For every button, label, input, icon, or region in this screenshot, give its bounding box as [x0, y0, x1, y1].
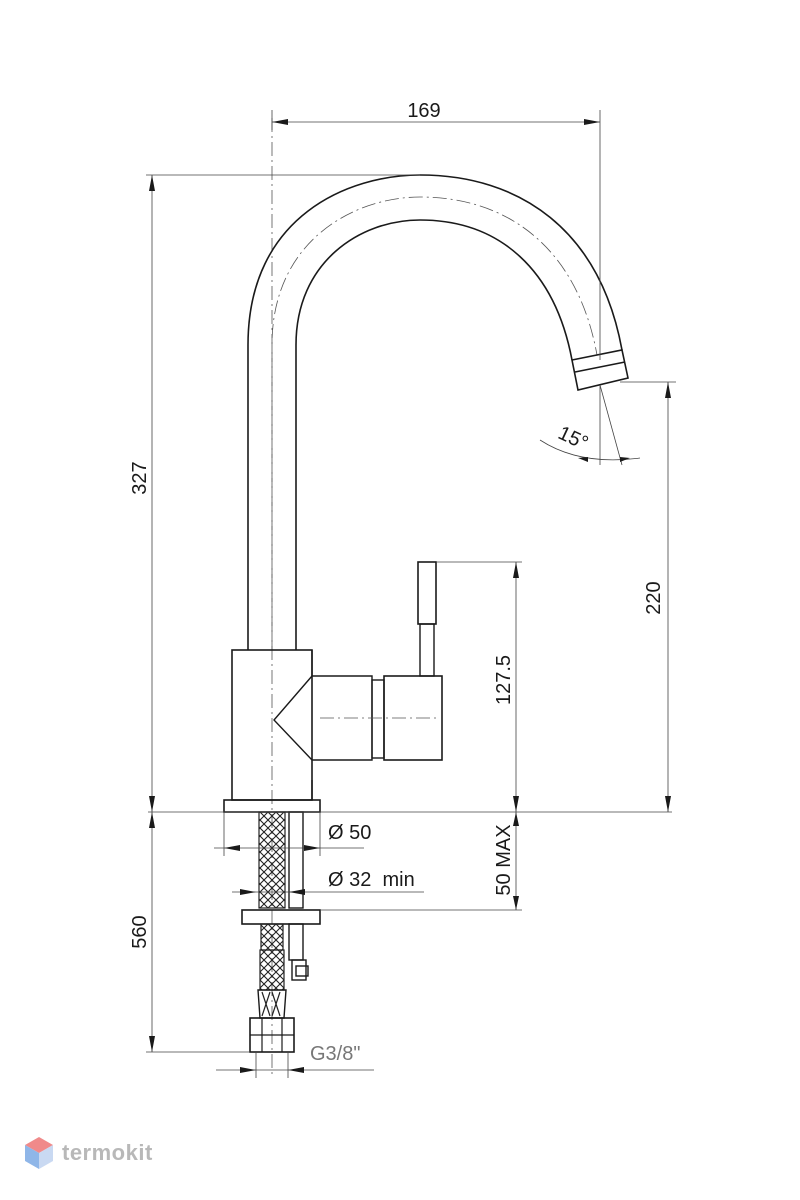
- total-height-label: 327: [129, 461, 151, 494]
- dimension-body-diameter: Ø 50: [214, 812, 371, 856]
- logo: termokit: [24, 1136, 153, 1170]
- mixer-body: [223, 649, 443, 813]
- dimension-thread: G3/8": [216, 1043, 374, 1078]
- logo-text: termokit: [62, 1140, 153, 1165]
- dimension-spout-height: 220: [620, 381, 676, 812]
- hexagon-cube-icon: [25, 1137, 53, 1169]
- dimension-max-thickness: 50 MAX: [320, 812, 522, 911]
- spout-reach-label: 169: [407, 100, 440, 122]
- dimension-spout-reach: 169: [271, 100, 601, 360]
- hole-diameter-label: Ø 32 min: [328, 869, 415, 891]
- handle-height-label: 127.5: [493, 655, 515, 705]
- dimension-total-height: 327: [129, 174, 420, 812]
- thread-label: G3/8": [310, 1043, 360, 1065]
- hose-length-label: 560: [129, 915, 151, 948]
- spout: [247, 174, 623, 650]
- spout-nozzle: [571, 349, 629, 391]
- swivel-angle-dimension: 15°: [539, 384, 641, 466]
- body-diameter-label: Ø 50: [328, 822, 371, 844]
- spout-height-label: 220: [643, 581, 665, 614]
- dimension-hole-diameter: Ø 32 min: [232, 869, 424, 895]
- dimension-handle-height: 127.5: [436, 561, 522, 812]
- max-thickness-label: 50 MAX: [493, 824, 515, 895]
- hose-nut: [249, 1017, 295, 1053]
- handle-lever: [417, 561, 437, 677]
- swivel-angle-label: 15°: [555, 422, 592, 455]
- dimension-hose-length: 560: [129, 812, 250, 1053]
